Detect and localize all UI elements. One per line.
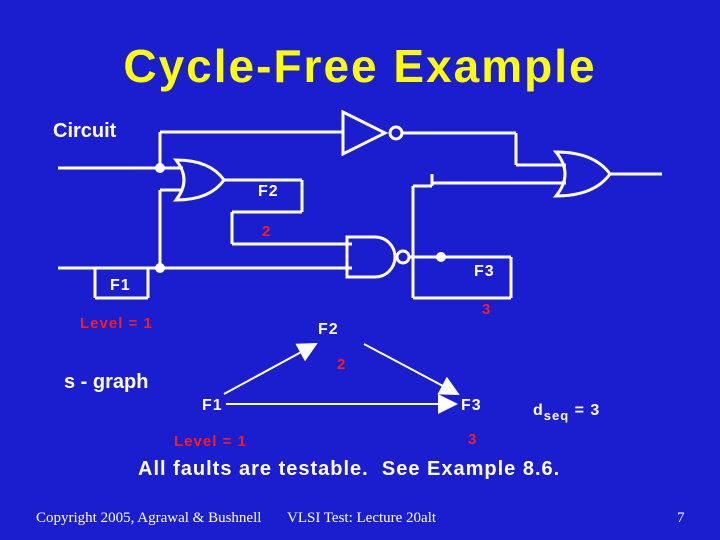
edge-f1-to-f2 — [223, 343, 318, 395]
sgraph-f2-level: 2 — [337, 356, 346, 373]
nand-gate — [345, 235, 397, 279]
ff-f2-level: 2 — [262, 223, 271, 240]
junction-dot — [155, 163, 165, 173]
edge-f2-to-f3 — [363, 343, 460, 395]
or-gate-left — [172, 158, 226, 202]
footer-copyright: Copyright 2005, Agrawal & Bushnell — [36, 510, 261, 526]
circuit-label: Circuit — [53, 120, 117, 142]
or-gate-right — [552, 150, 612, 198]
sgraph-node-f2: F2 — [318, 321, 339, 338]
inverter-gate — [341, 109, 389, 157]
testable-statement: All faults are testable. See Example 8.6… — [138, 458, 560, 480]
ff-f2-label: F2 — [258, 183, 279, 200]
ff-f3-label: F3 — [474, 263, 495, 280]
inverter-bubble — [388, 125, 404, 141]
sgraph-f3-level-top: 3 — [482, 301, 491, 318]
footer-lecture: VLSI Test: Lecture 20alt — [287, 510, 437, 526]
sgraph-level-bottom: Level = 1 — [174, 433, 247, 450]
circuit-junctions — [155, 163, 446, 273]
circuit-diagram — [58, 109, 662, 300]
sgraph-f3-level-bottom: 3 — [468, 431, 477, 448]
page-number: 7 — [677, 510, 685, 526]
dseq-label: dseq = 3 — [533, 402, 600, 423]
sgraph-node-f1: F1 — [202, 397, 223, 414]
sgraph-node-f3: F3 — [461, 397, 482, 414]
junction-dot — [436, 252, 446, 262]
junction-dot — [155, 263, 165, 273]
nand-bubble — [395, 249, 411, 265]
sgraph-label: s - graph — [64, 371, 148, 393]
ff-f1-label: F1 — [110, 277, 131, 294]
sgraph-level-top: Level = 1 — [80, 315, 153, 332]
slide-title: Cycle-Free Example — [123, 40, 596, 92]
sgraph-edges — [223, 343, 460, 414]
